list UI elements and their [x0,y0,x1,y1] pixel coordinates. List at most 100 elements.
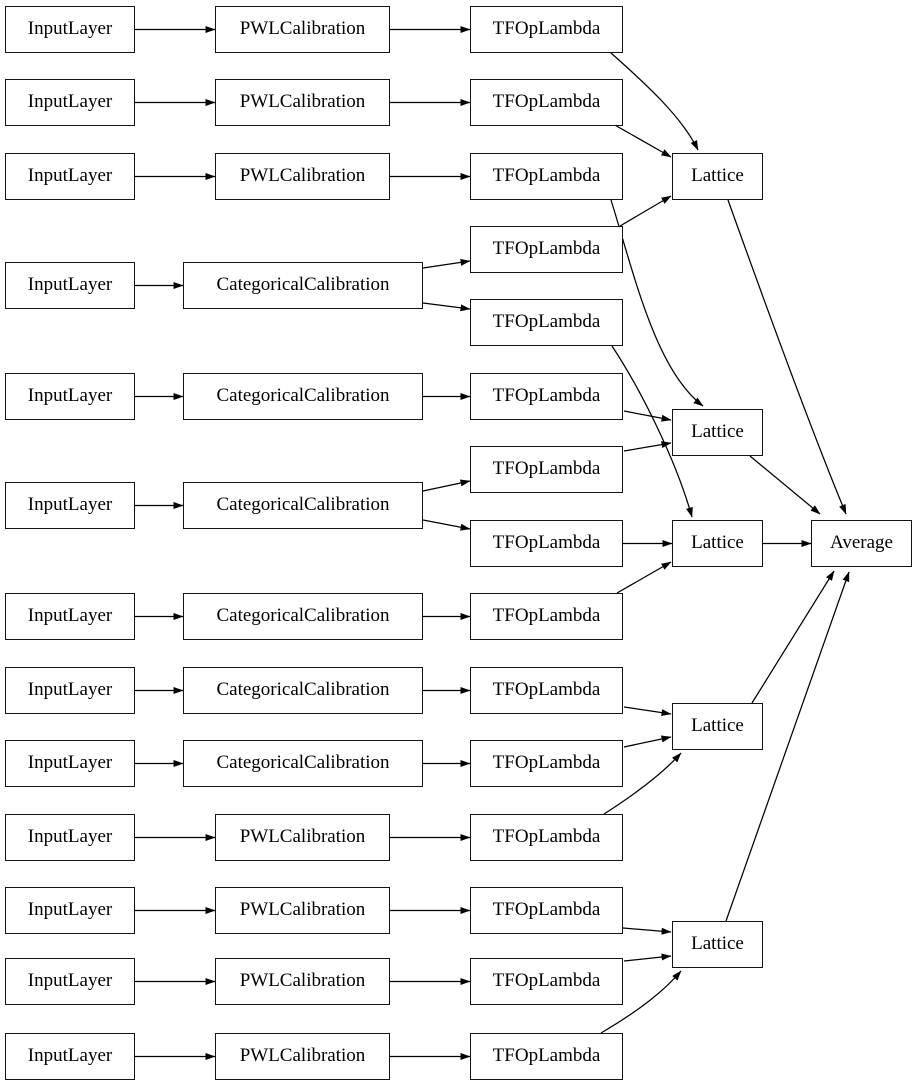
graph-edge-tf1-to-lat1 [610,52,699,151]
graph-node-cat4: CategoricalCalibration [183,593,423,640]
graph-node-tf6: TFOpLambda [470,373,623,420]
graph-edge-tf14-to-lat5 [623,953,672,962]
graph-node-tf9: TFOpLambda [470,593,623,640]
graph-edge-lat5-to-avg [725,571,850,922]
graph-node-tf1: TFOpLambda [470,6,623,53]
node-label: Lattice [691,933,744,954]
graph-node-lat1: Lattice [672,153,763,200]
node-label: CategoricalCalibration [216,385,390,406]
graph-edge-tf11-to-lat4 [623,735,672,748]
graph-edge-lat4-to-avg [751,570,835,704]
node-label: TFOpLambda [492,1045,601,1066]
graph-node-in4: InputLayer [5,262,135,309]
graph-edge-tf10-to-lat4 [623,706,672,717]
graph-node-tf10: TFOpLambda [470,667,623,714]
node-label: CategoricalCalibration [216,605,390,626]
graph-node-tf2: TFOpLambda [470,79,623,126]
node-label: PWLCalibration [239,18,366,39]
graph-node-in1: InputLayer [5,6,135,53]
node-label: TFOpLambda [492,18,601,39]
node-label: InputLayer [27,970,113,991]
node-label: InputLayer [27,91,113,112]
graph-node-lat2: Lattice [672,409,763,456]
node-label: InputLayer [27,826,113,847]
graph-node-pwl6: PWLCalibration [215,958,390,1005]
node-label: PWLCalibration [239,91,366,112]
node-label: Average [830,532,893,553]
graph-node-cat5: CategoricalCalibration [183,667,423,714]
node-label: CategoricalCalibration [216,679,390,700]
graph-node-tf4: TFOpLambda [470,226,623,273]
graph-node-pwl1: PWLCalibration [215,6,390,53]
node-label: PWLCalibration [239,826,366,847]
node-label: InputLayer [27,605,113,626]
node-label: TFOpLambda [492,605,601,626]
graph-node-in11: InputLayer [5,887,135,934]
graph-edge-cat3-to-tf8 [422,519,471,531]
graph-node-lat3: Lattice [672,520,763,567]
graph-edge-cat1-to-tf4 [422,258,471,269]
graph-node-pwl4: PWLCalibration [215,814,390,861]
graph-node-tf8: TFOpLambda [470,520,623,567]
node-label: CategoricalCalibration [216,752,390,773]
node-label: Lattice [691,715,744,736]
graph-node-tf15: TFOpLambda [470,1033,623,1080]
graph-edge-tf15-to-lat5 [600,970,682,1034]
graph-node-tf3: TFOpLambda [470,153,623,200]
graph-edge-tf2-to-lat1 [612,123,672,158]
graph-node-tf14: TFOpLambda [470,958,623,1005]
graph-node-in10: InputLayer [5,814,135,861]
graph-edge-lat1-to-avg [727,199,847,515]
graph-node-avg: Average [811,520,912,567]
node-label: TFOpLambda [492,826,601,847]
node-label: TFOpLambda [492,165,601,186]
node-label: PWLCalibration [239,899,366,920]
graph-edge-cat3-to-tf7 [422,479,471,492]
graph-edge-tf6-to-lat2 [623,410,672,422]
node-label: Lattice [691,421,744,442]
node-label: PWLCalibration [239,165,366,186]
graph-node-cat6: CategoricalCalibration [183,740,423,787]
node-label: PWLCalibration [239,970,366,991]
node-label: TFOpLambda [492,311,601,332]
node-label: TFOpLambda [492,970,601,991]
node-label: Lattice [691,532,744,553]
graph-node-in5: InputLayer [5,373,135,420]
node-label: TFOpLambda [492,752,601,773]
node-label: TFOpLambda [492,385,601,406]
node-label: InputLayer [27,752,113,773]
graph-edge-tf7-to-lat2 [623,441,672,452]
node-label: TFOpLambda [492,899,601,920]
graph-node-tf5: TFOpLambda [470,299,623,346]
graph-edge-tf9-to-lat3 [616,561,672,594]
graph-edge-lat2-to-avg [749,455,821,515]
graph-node-in7: InputLayer [5,593,135,640]
graph-node-cat3: CategoricalCalibration [183,482,423,529]
graph-node-pwl7: PWLCalibration [215,1033,390,1080]
node-label: TFOpLambda [492,238,601,259]
node-label: TFOpLambda [492,91,601,112]
node-label: CategoricalCalibration [216,274,390,295]
graph-node-pwl3: PWLCalibration [215,153,390,200]
graph-node-in8: InputLayer [5,667,135,714]
graph-edge-tf13-to-lat5 [622,927,672,935]
graph-edge-tf4-to-lat1 [619,195,672,227]
graph-node-tf7: TFOpLambda [470,446,623,493]
node-label: PWLCalibration [239,1045,366,1066]
graph-edge-cat1-to-tf5 [422,302,471,312]
graph-node-tf13: TFOpLambda [470,887,623,934]
node-label: TFOpLambda [492,679,601,700]
graph-node-cat2: CategoricalCalibration [183,373,423,420]
node-label: InputLayer [27,1045,113,1066]
node-label: InputLayer [27,679,113,700]
graph-node-in9: InputLayer [5,740,135,787]
graph-node-cat1: CategoricalCalibration [183,262,423,309]
node-label: InputLayer [27,274,113,295]
graph-node-lat5: Lattice [672,921,763,968]
graph-node-tf11: TFOpLambda [470,740,623,787]
graph-node-in13: InputLayer [5,1033,135,1080]
graph-edge-tf12-to-lat4 [603,752,682,815]
graph-edge-tf5-to-lat3 [611,345,693,518]
